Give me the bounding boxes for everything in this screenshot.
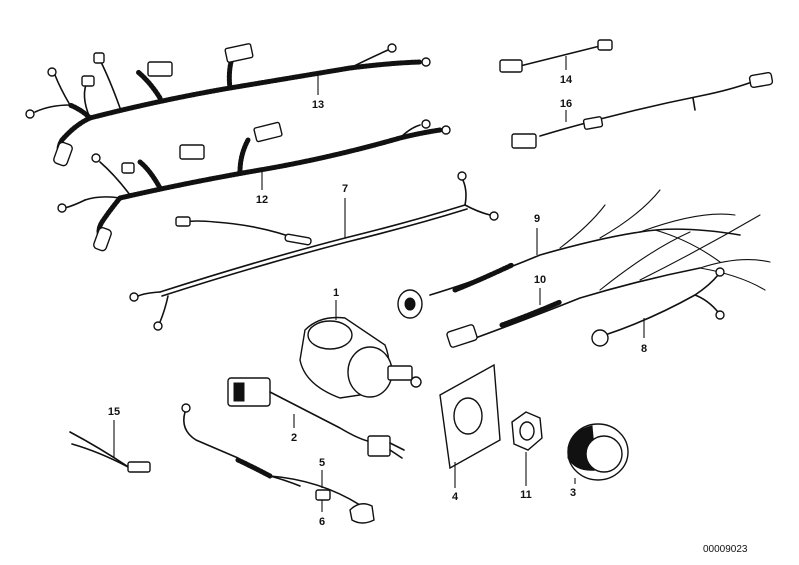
wiring-harness-13[interactable]	[25, 43, 431, 167]
mounting-plate-4[interactable]	[439, 363, 501, 488]
cable-16[interactable]	[511, 71, 774, 149]
callout-4: 4	[452, 491, 459, 503]
callout-1: 1	[333, 287, 339, 299]
callout-9: 9	[534, 213, 540, 225]
callout-7: 7	[342, 183, 348, 195]
callout-14: 14	[560, 74, 573, 86]
diagram-code: 00009023	[703, 544, 748, 555]
wiring-harness-12[interactable]	[57, 119, 451, 252]
callout-16: 16	[560, 98, 572, 110]
callout-15: 15	[108, 406, 120, 418]
cable-9[interactable]	[397, 189, 741, 319]
cable-15[interactable]	[69, 420, 151, 473]
callout-3: 3	[570, 487, 576, 499]
callout-2: 2	[291, 432, 297, 444]
callout-11: 11	[520, 489, 532, 501]
callout-10: 10	[534, 274, 546, 286]
callout-13: 13	[312, 99, 324, 111]
cable-14[interactable]	[499, 39, 613, 73]
lead-with-fuse[interactable]	[181, 403, 375, 524]
cable-10[interactable]	[446, 214, 771, 348]
wiring-harness-7[interactable]	[129, 171, 499, 331]
cable-8[interactable]	[591, 267, 725, 347]
callout-12: 12	[256, 194, 268, 206]
callout-5: 5	[319, 457, 325, 469]
callout-8: 8	[641, 343, 647, 355]
switch-lead-2[interactable]	[227, 377, 405, 459]
knob-3[interactable]	[567, 423, 629, 484]
nut-11[interactable]	[511, 411, 543, 486]
callout-6: 6	[319, 516, 325, 528]
ignition-switch-1[interactable]	[299, 300, 422, 399]
